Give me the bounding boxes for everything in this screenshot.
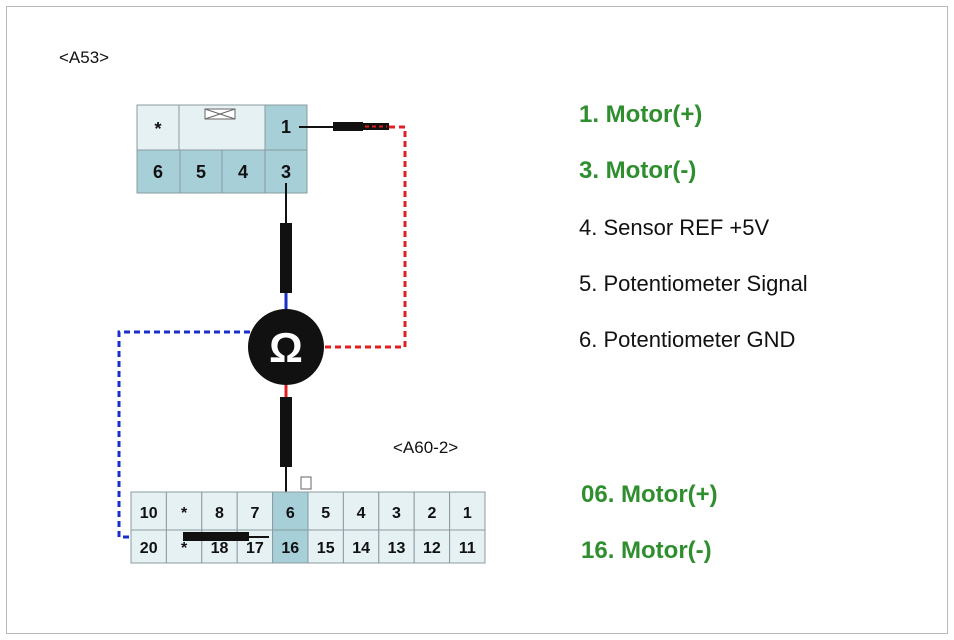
a60-key-tab: [300, 476, 312, 490]
a60-cell-bottom-9: [449, 529, 486, 564]
probe-a53-pin1: [299, 122, 389, 131]
a53-pin-3: 3: [281, 162, 291, 182]
probe-a60-pin20: [183, 532, 269, 541]
probe-a53-pin3: [280, 183, 292, 313]
a60-cell-top-2: [201, 491, 238, 531]
legend-a53-pin6: 6. Potentiometer GND: [579, 327, 796, 352]
a60-pin-label: *: [181, 505, 188, 522]
a60-cell-bottom-4: [272, 529, 309, 564]
probe-a60-pin6: [280, 385, 292, 507]
wiring-diagram: <A53> * 1 6 5 4 3 Ω: [59, 48, 486, 564]
a53-pin-4: 4: [238, 162, 248, 182]
a60-pin-label: 8: [215, 505, 224, 522]
a60-connector: 10 * 8 7 6 5 4 3 2 1 20 * 18 17 16 15 14 13 12 11: [130, 491, 486, 564]
a53-pin-star: *: [154, 119, 161, 139]
legend-a60-pin16: 16. Motor(-): [581, 537, 712, 564]
red-probe-wire: [325, 125, 407, 349]
a60-pin-label: *: [181, 540, 188, 557]
legend-a53-pin1: 1. Motor(+): [579, 101, 703, 128]
a60-pin-label: 13: [388, 540, 406, 557]
a60-cell-bottom-8: [413, 529, 451, 564]
connector-latch-icon: [204, 108, 236, 120]
a53-cell-star: [136, 104, 180, 151]
a60-pin-label: 18: [211, 540, 229, 557]
a60-pin-label: 3: [392, 505, 401, 522]
a60-pin-label: 4: [357, 505, 366, 522]
a53-pin-1: 1: [281, 117, 291, 137]
a60-cell-bottom-6: [342, 529, 380, 564]
ohm-symbol: Ω: [269, 324, 303, 371]
a60-pin-label: 15: [317, 540, 335, 557]
blue-probe-wire: [117, 330, 250, 539]
a60-pin-label: 2: [427, 505, 436, 522]
legend-a53-pin3: 3. Motor(-): [579, 157, 697, 184]
legend-a53-pin4: 4. Sensor REF +5V: [579, 215, 770, 240]
a60-cell-top-1: [165, 491, 203, 531]
a60-pin-label: 1: [463, 505, 472, 522]
a60-pin-label: 11: [459, 540, 476, 557]
a53-pin-5: 5: [196, 162, 206, 182]
a60-cell-bottom-0: [130, 529, 167, 564]
a60-pin-label: 17: [246, 540, 264, 557]
a53-label: <A53>: [59, 48, 109, 67]
a60-cell-top-9: [449, 491, 486, 531]
a60-cell-top-8: [413, 491, 451, 531]
a53-pin-6: 6: [153, 162, 163, 182]
ohmmeter-icon: Ω: [248, 309, 324, 385]
a60-pin-label: 7: [250, 505, 259, 522]
a60-pin-label: 10: [140, 505, 158, 522]
a60-pin-label: 16: [281, 540, 299, 557]
legend-a53-pin5: 5. Potentiometer Signal: [579, 271, 808, 296]
a60-label: <A60-2>: [393, 438, 458, 457]
a60-pin-label: 14: [352, 540, 370, 557]
a60-pin-label: 6: [286, 505, 295, 522]
diagram-frame: <A53> * 1 6 5 4 3 Ω: [6, 6, 948, 634]
a60-pin-label: 5: [321, 505, 330, 522]
a60-pin-label: 12: [423, 540, 441, 557]
a60-pin-label: 20: [140, 540, 158, 557]
legend-a60-pin06: 06. Motor(+): [581, 481, 718, 508]
